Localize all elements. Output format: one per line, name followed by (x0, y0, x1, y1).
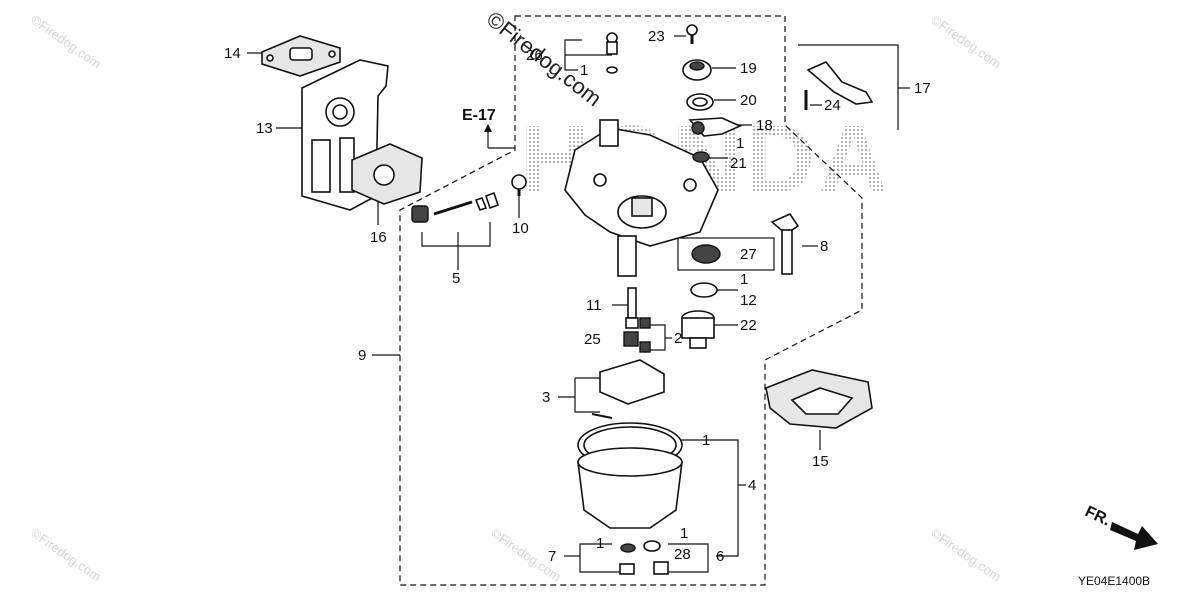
callout-14: 14 (224, 45, 241, 62)
part-19-cap (682, 59, 712, 81)
part-23-screw (686, 24, 698, 44)
diagram-code: YE04E1400B (1078, 574, 1150, 588)
callout-8: 8 (820, 238, 828, 255)
part-7-bolt (619, 543, 636, 575)
callout-1-e: 1 (596, 535, 604, 552)
part-8-shaft (770, 212, 800, 275)
part-27-lever (691, 244, 721, 264)
part-5-pilot-screw (411, 191, 500, 223)
callout-11: 11 (586, 297, 602, 314)
watermark-tile: ©Firedog.com (928, 525, 1004, 584)
part-15-gasket (765, 369, 873, 429)
callout-12: 12 (740, 292, 757, 309)
callout-1-c: 1 (740, 271, 748, 288)
callout-24: 24 (824, 97, 841, 114)
callout-26: 26 (526, 47, 543, 64)
part-10-screw (511, 174, 527, 196)
callout-27: 27 (740, 246, 757, 263)
callout-3: 3 (542, 389, 550, 406)
callout-5: 5 (452, 270, 460, 287)
callout-13: 13 (256, 120, 273, 137)
part-14-gasket (261, 35, 341, 77)
callout-16: 16 (370, 229, 387, 246)
watermark-tile: ©Firedog.com (928, 12, 1004, 71)
part-11-needle (625, 287, 639, 329)
callout-9: 9 (358, 347, 366, 364)
callout-2: 2 (674, 330, 682, 347)
part-22-solenoid (681, 310, 715, 349)
callout-17: 17 (914, 80, 931, 97)
callout-1-d: 1 (702, 432, 710, 449)
callout-20: 20 (740, 92, 757, 109)
callout-15: 15 (812, 453, 829, 470)
part-4-float-bowl (577, 422, 683, 529)
part-26-screw (606, 32, 618, 74)
callout-23: 23 (648, 28, 665, 45)
leader-lines (247, 35, 910, 573)
part-28-washer (643, 540, 669, 575)
watermark-tile: ©Firedog.com (28, 12, 104, 71)
front-direction-label: FR. (1082, 503, 1113, 529)
part-21-ring (692, 151, 710, 163)
callout-19: 19 (740, 60, 757, 77)
part-18-lever (688, 117, 742, 137)
part-3-float (591, 359, 665, 419)
part-16-gasket (351, 143, 423, 205)
section-reference: E-17 (462, 107, 496, 124)
callout-4: 4 (748, 477, 756, 494)
callout-10: 10 (512, 220, 529, 237)
callout-18: 18 (756, 117, 773, 134)
callout-6: 6 (716, 548, 724, 565)
part-20-ring (686, 93, 714, 111)
callout-1-b: 1 (736, 135, 744, 152)
front-direction-arrow: FR. (1082, 503, 1158, 550)
part-12-oring (690, 282, 718, 298)
callout-21: 21 (730, 155, 747, 172)
part-carburetor-body (564, 119, 719, 277)
callout-1-a: 1 (580, 62, 588, 79)
callout-25: 25 (584, 331, 601, 348)
part-17-lever (804, 61, 874, 110)
watermark-tile: ©Firedog.com (28, 525, 104, 584)
callout-7: 7 (548, 548, 556, 565)
assembly-boundary (399, 15, 863, 586)
callout-1-f: 1 (680, 525, 688, 542)
part-25-jet (623, 317, 651, 353)
callout-22: 22 (740, 317, 757, 334)
callout-28: 28 (674, 546, 691, 563)
watermark-main: ©Firedog.com (482, 6, 607, 111)
callout-labels: 14 13 16 9 5 10 26 1 23 19 20 18 1 21 17… (224, 28, 931, 565)
